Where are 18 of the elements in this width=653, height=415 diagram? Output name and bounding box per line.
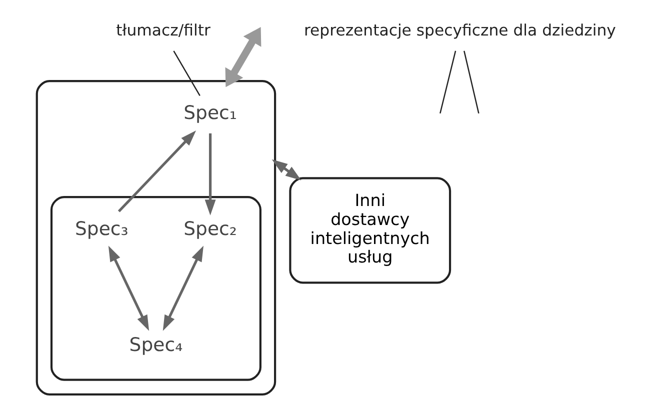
arrow — [162, 245, 204, 330]
node-text: Spec₃ — [74, 218, 128, 240]
arrow — [225, 26, 262, 87]
node-text: Spec₁ — [184, 102, 237, 124]
connector — [173, 50, 200, 96]
node-text: Spec₄ — [129, 334, 183, 356]
node-text: reprezentacje specyficzne dla dziedziny — [304, 20, 616, 40]
node-text: tłumacz/filtr — [116, 20, 210, 40]
connector — [440, 50, 456, 113]
arrow — [108, 245, 150, 330]
node-text: Spec₂ — [184, 218, 237, 240]
cluster — [50, 195, 262, 380]
connector — [464, 50, 480, 113]
arrow — [272, 158, 302, 180]
arrow — [204, 132, 216, 215]
arrow — [118, 130, 196, 212]
node-box: Inni dostawcy inteligentnych usług — [289, 176, 452, 284]
cluster — [36, 80, 276, 395]
